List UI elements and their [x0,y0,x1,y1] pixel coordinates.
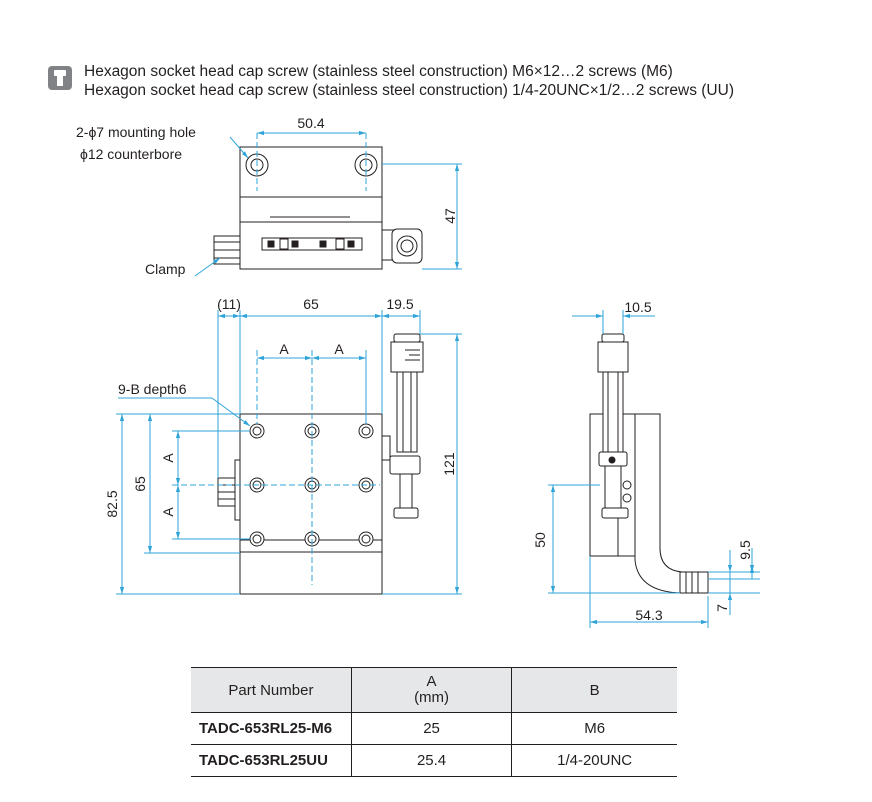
cell-b: M6 [511,712,677,745]
micrometer-thimble [390,341,424,373]
dim-50: 50 [532,532,548,548]
cell-part-number: TADC-653RL25-M6 [191,712,352,745]
header-a-unit: (mm) [414,689,450,706]
cell-a: 25.4 [350,744,513,777]
dim-65-left: 65 [132,476,148,492]
dim-19-5: 19.5 [386,296,413,312]
note-line-2: Hexagon socket head cap screw (stainless… [84,82,734,99]
mounting-hole-label: 2-ϕ7 mounting hole [76,124,196,140]
stage-plate [239,413,383,595]
dim-11: (11) [217,296,241,312]
tap-hole [358,531,374,547]
dim-7: 7 [714,604,730,612]
header-a-label: A [426,673,437,690]
cell-part-number: TADC-653RL25UU [191,744,352,777]
header-a: A (mm) [350,667,513,713]
parts-table: Part Number A (mm) B TADC-653RL25-M6 25 … [191,667,677,777]
table-row: TADC-653RL25-M6 25 M6 [191,712,677,745]
dim-121: 121 [441,452,457,476]
front-view-dims [116,310,462,595]
dim-54-3: 54.3 [635,607,662,623]
front-view [217,333,424,595]
top-view-dims [194,130,462,277]
table-header-row: Part Number A (mm) B [191,667,677,713]
dim-height-top: 47 [442,208,458,224]
tap-hole [358,423,374,439]
dim-10-5: 10.5 [624,299,651,315]
tap-hole [249,531,265,547]
angle-bracket [634,413,709,594]
dim-82-5: 82.5 [104,490,120,517]
screw-icon [48,66,72,90]
top-view [213,146,423,270]
technical-drawing: 50.4 47 2-ϕ7 mounting hole ϕ12 counterbo… [76,115,760,628]
dim-a-vertical-2: A [160,507,176,517]
note-text: Hexagon socket head cap screw (stainless… [84,62,734,100]
side-view-dims [548,310,760,628]
dim-a-vertical-1: A [160,453,176,463]
dim-a-horizontal-1: A [279,341,289,357]
header-b: B [511,667,677,713]
cell-a: 25 [350,712,513,745]
side-micrometer [597,341,629,373]
tap-label: 9-B depth6 [118,381,187,397]
counterbore-label: ϕ12 counterbore [80,146,182,162]
dim-65-top: 65 [303,296,319,312]
header-part-number: Part Number [191,667,352,713]
side-view [589,333,709,594]
top-body [239,196,383,270]
dim-a-horizontal-2: A [334,341,344,357]
clamp-label: Clamp [145,261,186,277]
table-row: TADC-653RL25UU 25.4 1/4-20UNC [191,744,677,777]
dim-width-top: 50.4 [297,115,324,131]
note-line-1: Hexagon socket head cap screw (stainless… [84,63,673,80]
cell-b: 1/4-20UNC [511,744,677,777]
dim-9-5: 9.5 [737,540,753,560]
tap-hole [249,423,265,439]
